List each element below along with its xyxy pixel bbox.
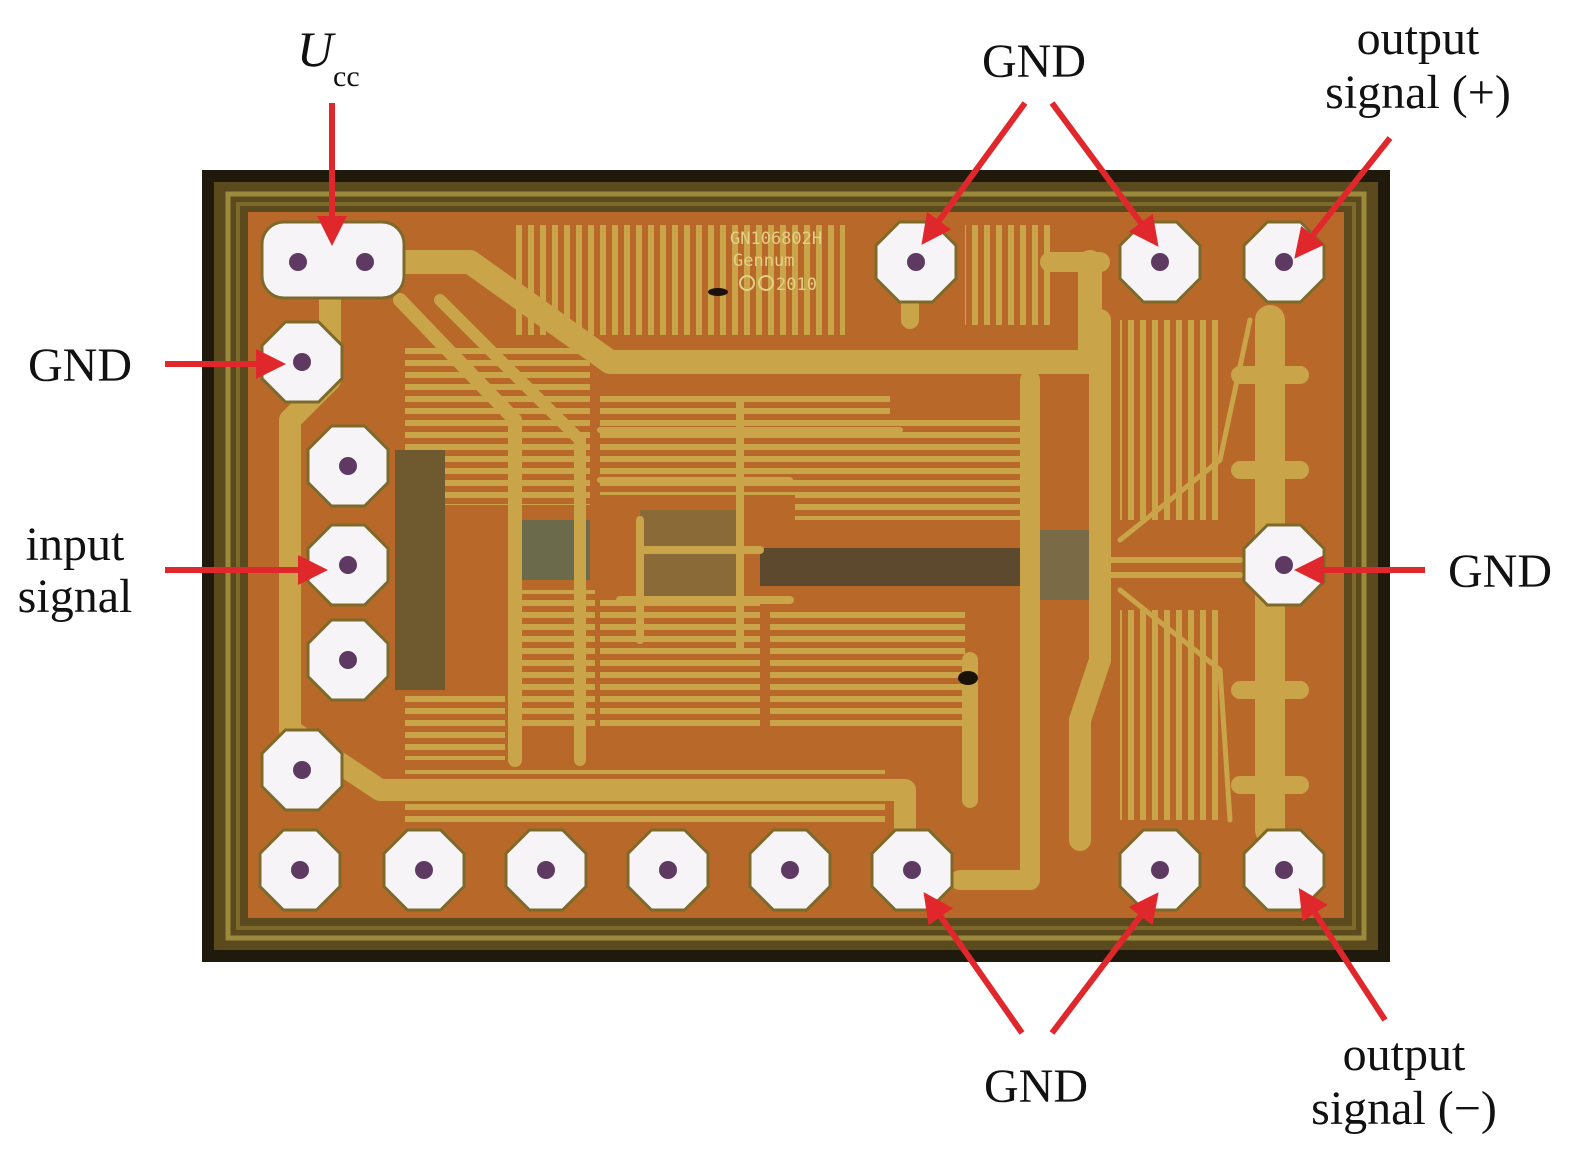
label-input-line1: input <box>26 518 125 571</box>
circuit-block <box>640 510 740 600</box>
bond-ball <box>293 761 311 779</box>
arrow-gnd-top-2 <box>1049 101 1159 247</box>
metal-block <box>405 690 505 760</box>
bond-ball <box>1275 253 1293 271</box>
label-input-line2: signal <box>18 570 133 623</box>
metal-block <box>1120 320 1220 520</box>
bond-ball <box>781 861 799 879</box>
metal-block <box>515 225 845 335</box>
bond-ball <box>339 651 357 669</box>
bond-ball <box>537 861 555 879</box>
label-ucc: U <box>297 21 336 77</box>
bond-ball <box>289 253 307 271</box>
chip-part-number: GN106802H <box>730 229 822 249</box>
bond-ball <box>291 861 309 879</box>
circuit-block <box>1040 530 1090 600</box>
circuit-block <box>395 450 445 690</box>
metal-block <box>965 225 1050 325</box>
bond-ball <box>356 253 374 271</box>
metal-block <box>795 420 1020 520</box>
copyright-icon <box>758 275 774 291</box>
label-output-minus-line2: signal (−) <box>1311 1082 1497 1135</box>
metal-block <box>770 610 965 730</box>
debris-spot <box>708 288 728 296</box>
bond-ball <box>1151 861 1169 879</box>
bond-ball <box>659 861 677 879</box>
bond-ball <box>339 457 357 475</box>
arrow-gnd-bottom-2 <box>1049 892 1159 1035</box>
pin-labels: U cc GND input signal GND output signal … <box>18 12 1552 1135</box>
label-ucc-subscript: cc <box>333 60 360 93</box>
die-inner-ring <box>236 202 1356 930</box>
annotation-arrows <box>165 101 1425 1035</box>
label-output-minus-line1: output <box>1343 1028 1466 1081</box>
debris-spot <box>958 671 978 685</box>
label-gnd-right: GND <box>1448 545 1552 598</box>
bond-ball <box>415 861 433 879</box>
bond-ball <box>293 353 311 371</box>
label-gnd-bottom: GND <box>984 1060 1088 1113</box>
label-output-plus-line2: signal (+) <box>1325 66 1511 119</box>
chip-year: 2010 <box>776 275 817 295</box>
bond-ball <box>903 861 921 879</box>
die-inner-ring <box>225 191 1367 941</box>
arrow-gnd-bottom-1 <box>923 892 1025 1035</box>
die: GN106802H Gennum 2010 <box>202 170 1390 962</box>
circuit-block <box>760 548 1020 586</box>
bond-ball <box>339 556 357 574</box>
metal-block <box>600 600 760 730</box>
arrow-out-plus <box>1294 136 1393 259</box>
bond-ball <box>1151 253 1169 271</box>
bond-ball <box>1275 556 1293 574</box>
label-gnd-left: GND <box>28 339 132 392</box>
bond-ball <box>907 253 925 271</box>
arrow-out-minus <box>1298 887 1388 1022</box>
chip-maker: Gennum <box>733 251 794 271</box>
arrow-gnd-top-1 <box>921 101 1028 245</box>
chip-marking: GN106802H Gennum 2010 <box>730 229 822 295</box>
label-gnd-top: GND <box>982 35 1086 88</box>
chip-logo-icon <box>739 275 755 291</box>
label-output-plus-line1: output <box>1357 12 1480 65</box>
bond-ball <box>1275 861 1293 879</box>
bond-pads <box>260 220 406 300</box>
metal-block <box>1120 610 1220 820</box>
